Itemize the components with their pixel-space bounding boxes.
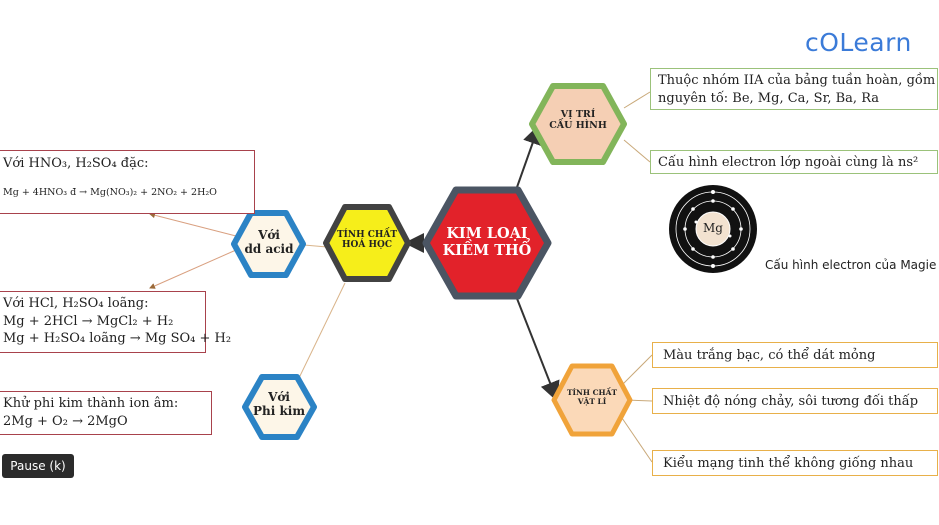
- acid-box-hcl: Với HCl, H₂SO₄ loãng: Mg + 2HCl → MgCl₂ …: [0, 291, 232, 353]
- atom-caption: Cấu hình electron của Magie: [765, 258, 937, 272]
- phikim-label-line1: Với: [268, 390, 290, 404]
- acid-label-line1: Với: [258, 228, 280, 242]
- acid-box-hno3: Với HNO₃, H₂SO₄ đặc: Mg + 4HNO₃ đ → Mg(N…: [0, 150, 255, 214]
- vitri-box-group: Thuộc nhóm IIA của bảng tuần hoàn, gồm c…: [650, 68, 939, 110]
- vatli-box-1: Màu trắng bạc, có thể dát mỏng: [652, 342, 938, 368]
- vatli-box-1-text: Màu trắng bạc, có thể dát mỏng: [663, 348, 876, 363]
- connector-acid-hno3: [149, 212, 237, 237]
- phikim-box-line1: Khử phi kim thành ion âm:: [3, 396, 179, 411]
- center-hexagon: [422, 186, 552, 300]
- center-label-line1: KIM LOẠI: [446, 225, 528, 242]
- phikim-box-line2: 2Mg + O₂ → 2MgO: [3, 413, 128, 429]
- acid-box-hcl-eq1: Mg + 2HCl → MgCl₂ + H₂: [3, 313, 174, 329]
- connector-vatli-box3: [621, 417, 653, 463]
- vatli-hexagon: [551, 363, 633, 437]
- vitri-box-line2: nguyên tố: Be, Mg, Ca, Sr, Ba, Ra: [658, 90, 880, 106]
- vitri-label-line2: CẤU HÌNH: [549, 119, 607, 131]
- acid-box-hno3-title: Với HNO₃, H₂SO₄ đặc:: [3, 156, 149, 171]
- phikim-hexagon: [242, 374, 317, 440]
- vatli-box-3-text: Kiểu mạng tinh thể không giống nhau: [663, 456, 914, 471]
- acid-label-line2: dd acid: [244, 241, 294, 256]
- vatli-box-2-text: Nhiệt độ nóng chảy, sôi tương đối thấp: [663, 394, 919, 409]
- pause-button[interactable]: Pause (k): [2, 454, 74, 478]
- vitri-box-electron-text: Cấu hình electron lớp ngoài cùng là ns²: [658, 155, 919, 170]
- phikim-label-line2: Phi kim: [252, 403, 306, 418]
- magnesium-atom-icon: [669, 185, 757, 273]
- phikim-label: Với Phi kim: [248, 390, 310, 419]
- colearn-logo: cOLearn: [805, 28, 912, 57]
- phikim-box: Khử phi kim thành ion âm: 2Mg + O₂ → 2Mg…: [0, 391, 212, 435]
- connector-vatli-box1: [621, 354, 653, 386]
- connector-hoahoc-acid: [303, 244, 328, 248]
- connector-center-vatli: [515, 295, 560, 402]
- atom-symbol: Mg: [703, 221, 723, 235]
- center-label-line2: KIỀM THỔ: [442, 241, 532, 259]
- vitri-label: VỊ TRÍ CẤU HÌNH: [538, 109, 618, 132]
- connector-center-vitri: [515, 124, 543, 191]
- connector-hoahoc-phikim: [298, 282, 346, 379]
- acid-hexagon: [231, 210, 306, 278]
- hoahoc-hexagon: [323, 204, 411, 282]
- hoahoc-label-line1: TÍNH CHẤT: [336, 230, 398, 240]
- vitri-box-electron: Cấu hình electron lớp ngoài cùng là ns²: [650, 150, 938, 174]
- logo-text: cOLearn: [805, 28, 912, 57]
- connector-vitri-box2: [623, 139, 651, 163]
- acid-label: Với dd acid: [238, 228, 300, 257]
- acid-box-hcl-eq2: Mg + H₂SO₄ loãng → Mg SO₄ + H₂: [3, 331, 232, 347]
- center-label: KIM LOẠI KIỀM THỔ: [434, 225, 540, 259]
- acid-box-hcl-title: Với HCl, H₂SO₄ loãng:: [3, 296, 149, 311]
- vatli-box-2: Nhiệt độ nóng chảy, sôi tương đối thấp: [652, 388, 938, 414]
- vitri-label-line1: VỊ TRÍ: [560, 109, 596, 120]
- acid-box-hno3-equation: Mg + 4HNO₃ đ → Mg(NO₃)₂ + 2NO₂ + 2H₂O: [3, 186, 217, 198]
- vatli-label: TÍNH CHẤT VẬT LÍ: [558, 388, 626, 406]
- vatli-box-3: Kiểu mạng tinh thể không giống nhau: [652, 450, 938, 476]
- connector-acid-hcl: [149, 249, 237, 289]
- vitri-box-line1: Thuộc nhóm IIA của bảng tuần hoàn, gồm c…: [658, 73, 939, 88]
- hoahoc-label-line2: HOÁ HỌC: [342, 240, 392, 251]
- connector-vitri-box1: [623, 91, 651, 109]
- vatli-label-line1: TÍNH CHẤT: [566, 388, 618, 397]
- vatli-label-line2: VẬT LÍ: [577, 396, 607, 406]
- hoahoc-label: TÍNH CHẤT HOÁ HỌC: [330, 230, 404, 251]
- vitri-hexagon: [529, 83, 627, 165]
